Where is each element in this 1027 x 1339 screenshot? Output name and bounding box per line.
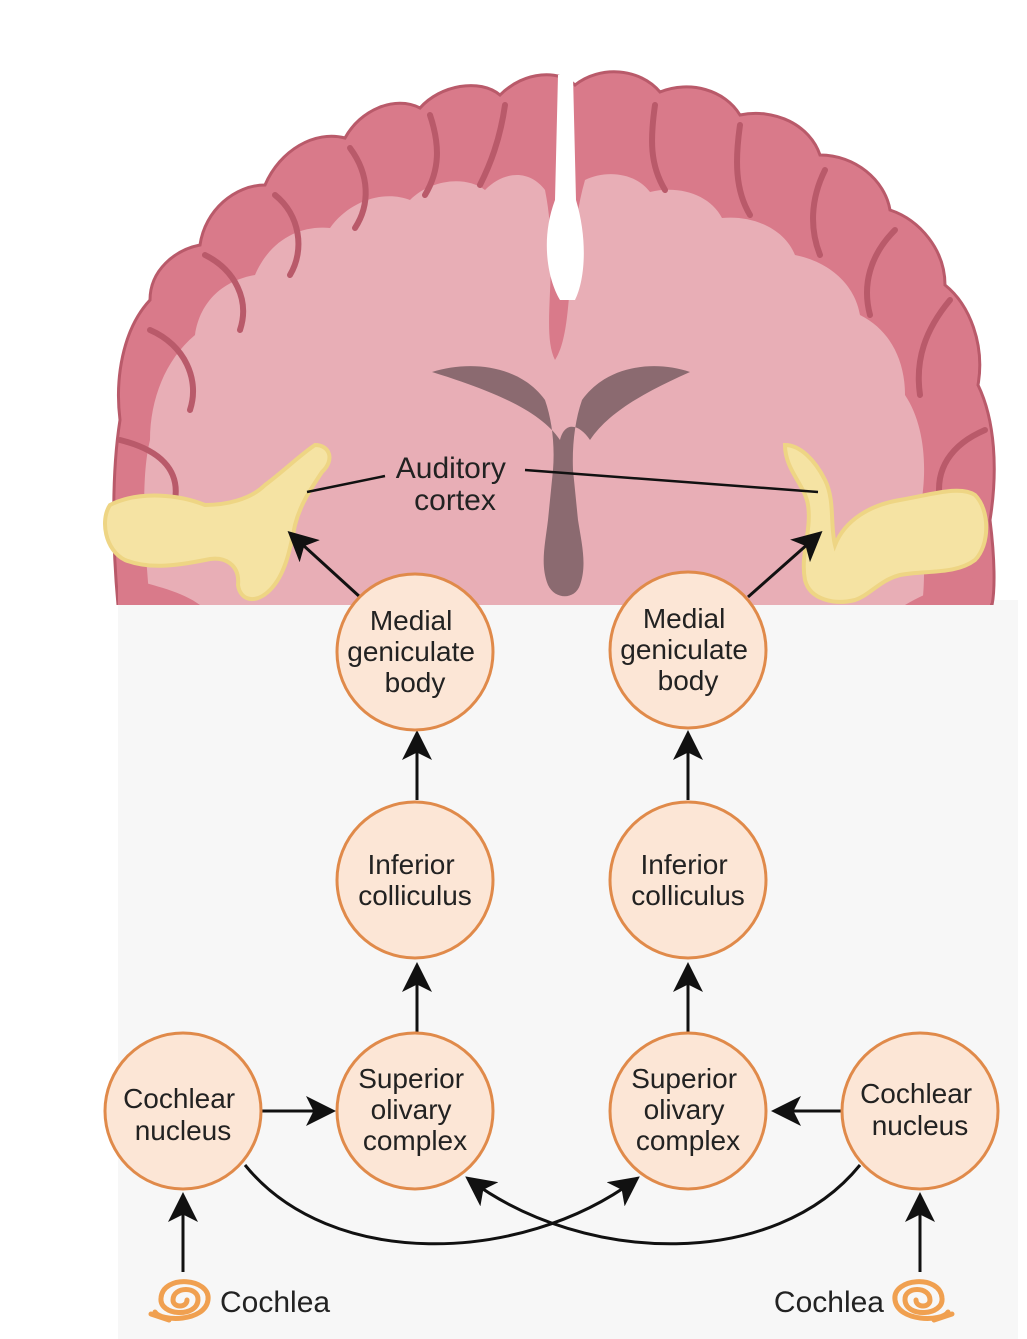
node-cn-left: Cochlear nucleus [103, 1031, 263, 1191]
svg-text:Cochlear nucleus: Cochlear nucleus [860, 1078, 980, 1141]
svg-text:Superior olivary c: Superior olivary complex [358, 1063, 472, 1156]
node-ic-right: Inferior colliculus [608, 800, 768, 960]
node-ic-left-line1: Inferior [368, 849, 455, 880]
brain-coronal-section [103, 70, 996, 605]
node-mgb-right-line3: body [658, 665, 719, 696]
arrow-mgb-left-to-cortex [287, 530, 362, 599]
pathway-arrows [168, 530, 935, 1272]
node-soc-right-line3: complex [636, 1125, 740, 1156]
node-mgb-right-line2: geniculate [620, 634, 748, 665]
svg-text:Superior olivary c: Superior olivary complex [631, 1063, 745, 1156]
node-soc-left-line1: Superior [358, 1063, 464, 1094]
auditory-cortex-label-line1: Auditory [396, 452, 506, 485]
node-mgb-right-line1: Medial [643, 603, 725, 634]
node-ic-left: Inferior colliculus [335, 800, 495, 960]
auditory-cortex-leader-right [524, 468, 819, 494]
node-soc-left: Superior olivary complex [335, 1031, 495, 1191]
node-mgb-left-line3: body [385, 667, 446, 698]
node-soc-right-line2: olivary [644, 1094, 725, 1125]
auditory-cortex-label: Auditory cortex [396, 452, 514, 517]
node-cn-right-line2: nucleus [872, 1110, 969, 1141]
svg-text:Cochlear nucleus: Cochlear nucleus [123, 1083, 243, 1146]
node-soc-right: Superior olivary complex [608, 1031, 768, 1191]
auditory-cortex-leader-left [306, 474, 386, 494]
temporal-lobe-left [118, 575, 200, 605]
cochlea-label-right: Cochlea [774, 1286, 884, 1319]
cochlea-label-left: Cochlea [220, 1286, 330, 1319]
temporal-lobe-right [905, 575, 990, 605]
cochlea-spiral-icon [892, 1279, 955, 1323]
node-ic-right-line1: Inferior [641, 849, 728, 880]
arrow-cn-left-to-soc-right [243, 1164, 640, 1246]
node-ic-right-line2: colliculus [631, 880, 745, 911]
node-cn-left-line2: nucleus [135, 1115, 232, 1146]
auditory-cortex-label-line2: cortex [414, 484, 496, 517]
node-soc-left-line2: olivary [371, 1094, 452, 1125]
arrow-mgb-right-to-cortex [747, 531, 823, 599]
node-ic-left-line2: colliculus [358, 880, 472, 911]
node-mgb-right: Medial geniculate body [608, 570, 768, 730]
auditory-cortex-left [103, 442, 332, 601]
node-cn-right-line1: Cochlear [860, 1078, 972, 1109]
cochlea-spiral-icon [148, 1279, 211, 1323]
svg-text:Medial geniculate: Medial geniculate body [620, 603, 755, 696]
node-cn-right: Cochlear nucleus [840, 1031, 1000, 1191]
node-mgb-left-line1: Medial [370, 605, 452, 636]
svg-text:Medial geniculate: Medial geniculate body [347, 605, 482, 698]
node-soc-right-line1: Superior [631, 1063, 737, 1094]
longitudinal-fissure [546, 75, 584, 300]
node-cn-left-line1: Cochlear [123, 1083, 235, 1114]
arrow-cn-right-to-soc-left [465, 1164, 862, 1246]
node-mgb-left-line2: geniculate [347, 636, 475, 667]
node-soc-left-line3: complex [363, 1125, 467, 1156]
node-mgb-left: Medial geniculate body [335, 572, 495, 732]
ventricle [432, 366, 690, 597]
svg-text:Inferior colliculus: Inferior colliculus [631, 849, 745, 911]
svg-text:Inferior colliculus: Inferior colliculus [358, 849, 472, 911]
sulci [117, 102, 988, 503]
